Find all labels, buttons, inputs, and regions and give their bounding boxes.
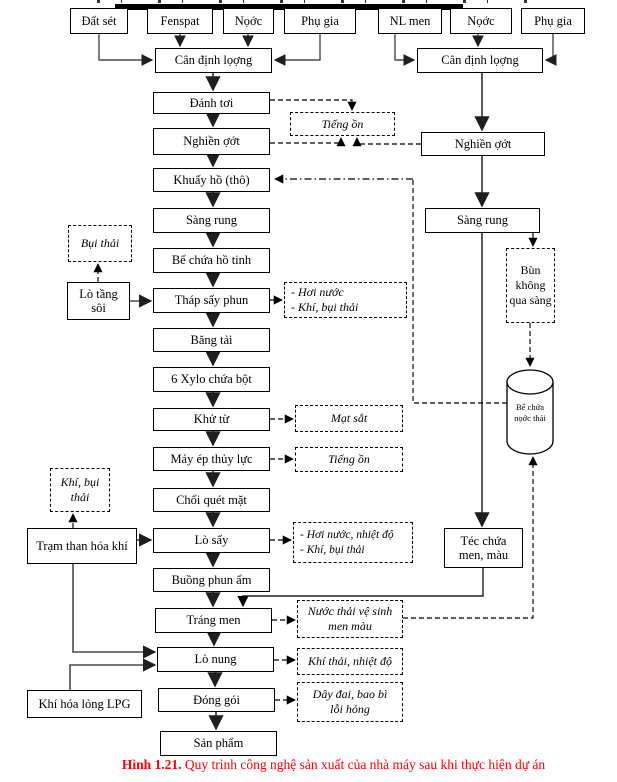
- annotation-hoi-nuoc-1: - Hơi nước - Khí, bụi thải: [284, 282, 407, 318]
- node-phu-gia-2: Phụ gia: [521, 8, 585, 34]
- nuoc-thai-line-1: Nước thải vệ sinh: [307, 604, 393, 618]
- hoi-nuoc-2-line-2: - Khí, bụi thải: [300, 543, 365, 556]
- node-may-ep: Máy ép thủy lực: [153, 447, 270, 471]
- node-thap-say-phun: Tháp sấy phun: [153, 288, 270, 313]
- annotation-hoi-nuoc-2: - Hơi nước, nhiệt độ - Khí, bụi thải: [293, 522, 413, 563]
- annotation-tieng-on-2: Tiếng ồn: [295, 447, 403, 472]
- node-can-dinh-luong-1: Cân định lọợng: [155, 48, 272, 73]
- node-sang-rung-2: Sàng rung: [425, 208, 540, 233]
- annotation-bui-thai: Bụi thải: [68, 225, 132, 262]
- node-lo-say: Lò sấy: [153, 528, 270, 553]
- node-xylo: 6 Xylo chứa bột: [153, 367, 270, 392]
- clipped-text-row: [78, 0, 538, 3]
- caption-label: Hình 1.21.: [121, 757, 182, 772]
- node-danh-toi: Đánh tơi: [153, 92, 270, 114]
- node-phu-gia-1: Phụ gia: [284, 8, 356, 34]
- tec-chua-line-1: Téc chứa: [460, 533, 507, 548]
- node-tec-chua: Téc chứa men, màu: [444, 528, 523, 568]
- node-lo-nung: Lò nung: [157, 647, 274, 672]
- node-san-pham: Sản phẩm: [160, 731, 277, 756]
- node-tram-than-hoa-khi: Trạm than hóa khí: [27, 528, 137, 564]
- figure-caption: Hình 1.21. Quy trình công nghệ sản xuất …: [50, 757, 617, 773]
- hoi-nuoc-1-line-2: - Khí, bụi thải: [291, 300, 359, 314]
- node-trang-men: Tráng men: [155, 608, 272, 633]
- annotation-khi-thai: Khí thải, nhiệt độ: [297, 648, 403, 675]
- caption-text: Quy trình công nghệ sản xuất của nhà máy…: [181, 757, 546, 772]
- node-nl-men: NL men: [378, 8, 442, 34]
- node-lo-tang-soi: Lò tầng sôi: [67, 282, 130, 320]
- top-black-bar: [115, 4, 463, 10]
- annotation-mat-sat: Mạt sắt: [295, 405, 403, 432]
- nuoc-thai-line-2: men màu: [328, 619, 372, 633]
- node-nuoc-1: Nọớc: [223, 8, 274, 34]
- day-dai-line-1: Dây đai, bao bì: [312, 687, 388, 701]
- annotation-tieng-on-1: Tiếng ồn: [290, 112, 395, 136]
- node-choi-quet: Chổi quét mặt: [153, 488, 270, 512]
- node-sang-rung-1: Sàng rung: [153, 208, 270, 233]
- node-bang-tai: Băng tải: [153, 328, 270, 352]
- annotation-day-dai: Dây đai, bao bì lỗi hỏng: [297, 682, 403, 722]
- node-nghien-uot-1: Nghiền ợớt: [153, 128, 270, 155]
- node-khi-hoa-long-lpg: Khí hóa lỏng LPG: [27, 690, 142, 718]
- annotation-khi-bui-thai: Khí, bụi thải: [50, 468, 110, 512]
- node-dong-goi: Đóng gói: [158, 688, 275, 712]
- node-fenspat: Fenspat: [147, 8, 213, 34]
- hoi-nuoc-2-line-1: - Hơi nước, nhiệt độ: [300, 529, 394, 542]
- node-buong-phun-am: Buồng phun ẩm: [153, 568, 270, 592]
- node-nuoc-2: Nọớc: [450, 8, 512, 34]
- node-nghien-uot-2: Nghiền ợớt: [421, 132, 545, 156]
- node-khu-tu: Khử từ: [153, 408, 270, 431]
- annotation-bun-khong-qua-sang: Bùn không qua sàng: [506, 248, 555, 323]
- day-dai-line-2: lỗi hỏng: [330, 702, 370, 716]
- node-khuay-ho: Khuấy hồ (thô): [153, 168, 270, 192]
- tec-chua-line-2: men, màu: [458, 548, 509, 562]
- node-dat-set: Đất sét: [70, 8, 128, 34]
- hoi-nuoc-1-line-1: - Hơi nước: [291, 285, 344, 299]
- node-be-chua-nuoc-thai: Bể chứa nọớc thải: [514, 401, 546, 423]
- node-can-dinh-luong-2: Cân định lọợng: [417, 48, 543, 73]
- node-be-chua-ho-tinh: Bể chứa hồ tinh: [153, 248, 270, 273]
- annotation-nuoc-thai-ve-sinh: Nước thải vệ sinh men màu: [297, 600, 403, 638]
